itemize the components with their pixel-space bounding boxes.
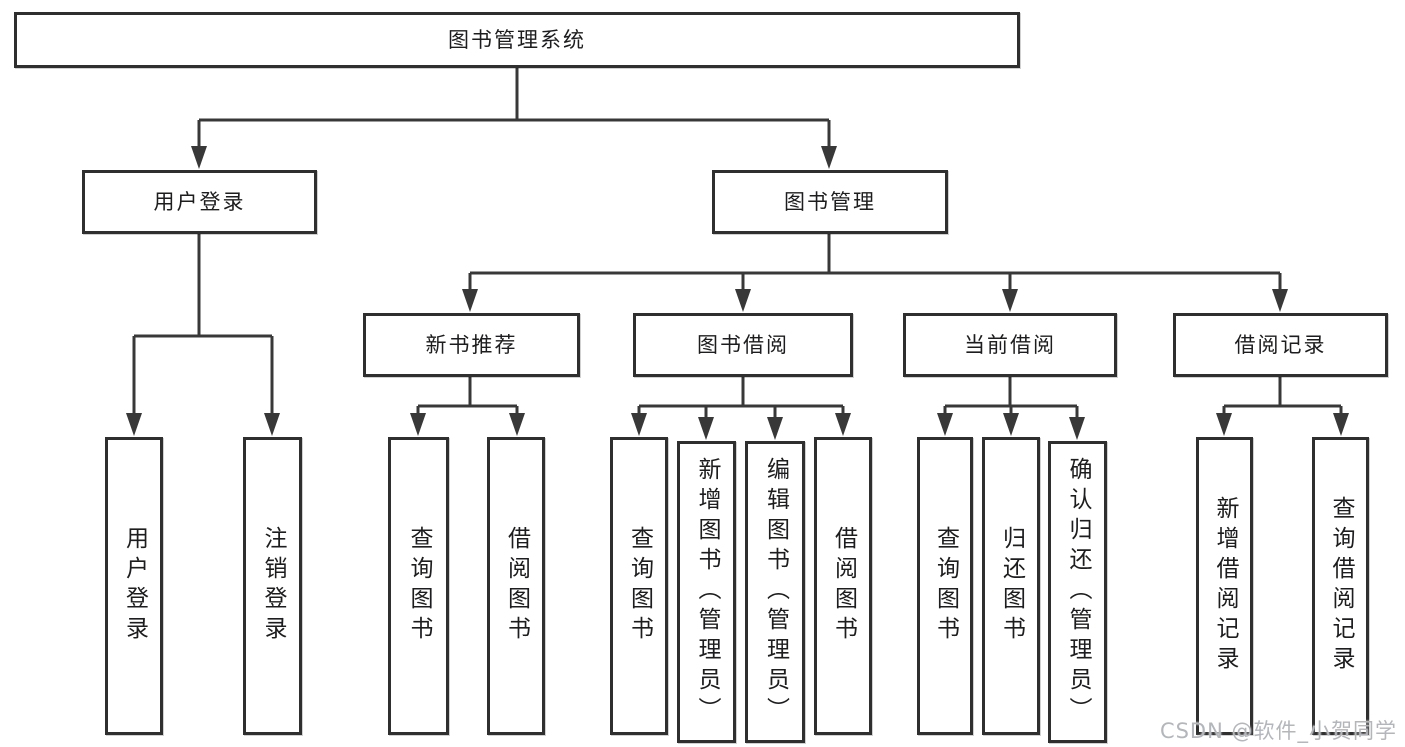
node-br-add-record: 新增借阅记录 [1196,437,1253,735]
node-user-login: 用户登录 [82,170,317,234]
node-nbr-query-books: 查询图书 [388,437,449,735]
node-bb-edit-books-admin: 编辑图书（管理员） [745,441,805,743]
node-logout-leaf: 注销登录 [243,437,302,735]
csdn-watermark: CSDN @软件_小贺同学 [1159,719,1397,743]
node-borrow-records: 借阅记录 [1173,313,1388,377]
node-nbr-borrow-books: 借阅图书 [487,437,545,735]
node-cb-query-books: 查询图书 [917,437,973,735]
node-user-login-leaf: 用户登录 [105,437,163,735]
node-bb-query-books: 查询图书 [610,437,668,735]
node-cb-return-books: 归还图书 [982,437,1040,735]
node-book-management: 图书管理 [712,170,948,234]
node-bb-add-books-admin: 新增图书（管理员） [677,441,736,743]
node-cb-confirm-return-admin: 确认归还（管理员） [1048,441,1107,743]
node-new-book-recommend: 新书推荐 [363,313,580,377]
node-br-query-record: 查询借阅记录 [1312,437,1369,735]
node-book-borrow: 图书借阅 [633,313,853,377]
node-library-management-system: 图书管理系统 [14,12,1020,68]
node-bb-borrow-books: 借阅图书 [814,437,872,735]
node-current-borrow: 当前借阅 [903,313,1117,377]
